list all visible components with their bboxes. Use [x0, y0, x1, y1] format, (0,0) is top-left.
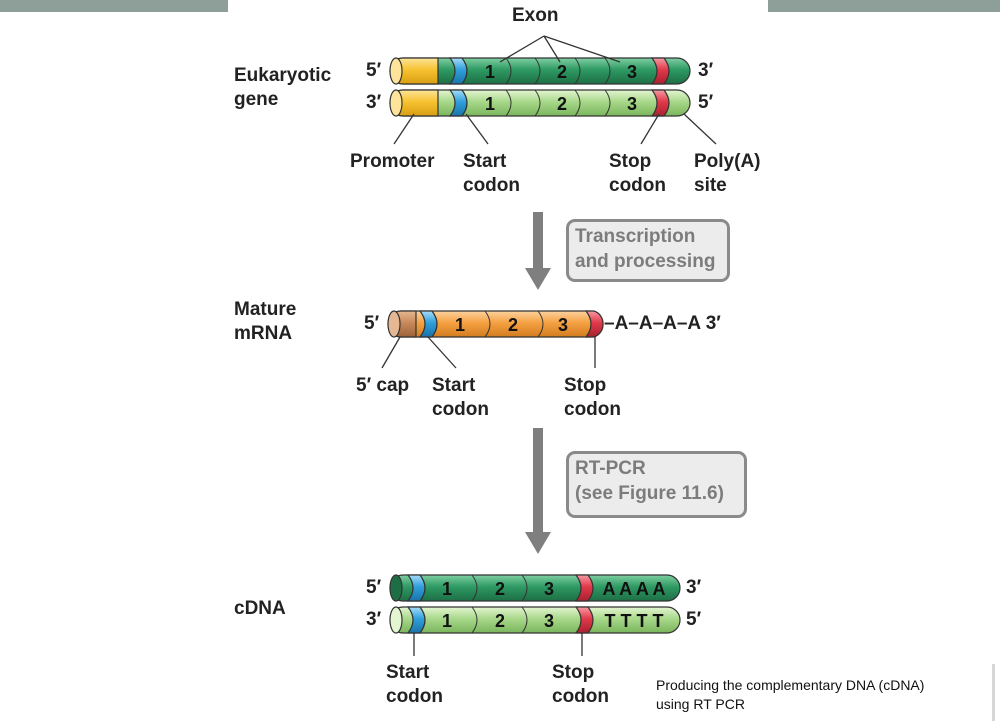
cdna-top-end-cap	[389, 574, 403, 602]
cdna-bottom-exon-2: 2	[495, 611, 505, 631]
gene-bottom-exon-3: 3	[627, 94, 637, 114]
gene-bottom-five-prime: 5′	[698, 92, 714, 113]
polya-site-label: Poly(A) site	[694, 151, 761, 196]
gene-top-divider	[604, 57, 611, 85]
gene-top-divider	[461, 57, 468, 85]
transcription-arrow	[525, 212, 551, 290]
cdna-title: cDNA	[234, 598, 286, 619]
rtpcr-step-box: RT-PCR (see Figure 11.6)	[566, 451, 747, 518]
promoter-label: Promoter	[350, 151, 435, 172]
gene-top-divider	[505, 57, 512, 85]
gene-top-stop-codon-segment	[650, 57, 670, 85]
cdna-bottom-divider	[419, 606, 426, 634]
mrna-stop-codon-segment	[584, 310, 604, 338]
figure-caption: Producing the complementary DNA (cDNA) u…	[656, 677, 925, 712]
header-band-right	[768, 0, 1000, 12]
mrna-stop-codon-label: Stop codon	[564, 375, 621, 420]
cdna-top-divider	[471, 574, 478, 602]
cdna-top-exon-2: 2	[495, 579, 505, 599]
header-band-left	[0, 0, 228, 12]
cdna-top-strand	[389, 574, 681, 602]
five-prime-cap-label: 5′ cap	[356, 375, 410, 396]
gene-bottom-stop-codon-segment	[650, 89, 670, 117]
cdna-bottom-three-prime: 3′	[366, 609, 382, 630]
mrna-cylinder	[387, 310, 604, 338]
gene-top-cap-end	[389, 57, 403, 85]
rtpcr-arrow	[525, 428, 551, 554]
gene-stop-codon-label: Stop codon	[609, 151, 666, 196]
cdna-bottom-exon-3: 3	[544, 611, 554, 631]
cdna-top-three-prime: 3′	[686, 577, 702, 598]
cdna-leader-lines	[413, 633, 583, 656]
gene-top-divider	[534, 57, 541, 85]
gene-top-exon-1: 1	[485, 62, 495, 82]
cdna-bottom-five-prime: 5′	[686, 609, 702, 630]
gene-leader-lines	[393, 113, 717, 145]
mrna-strand	[387, 310, 604, 338]
cdna-bottom-divider	[521, 606, 528, 634]
gene-bottom-divider	[534, 89, 541, 117]
gene-bottom-cap-end	[389, 89, 403, 117]
mrna-exon-1: 1	[455, 315, 465, 335]
cdna-top-stop-codon-segment	[574, 574, 594, 602]
gene-bottom-divider	[461, 89, 468, 117]
mrna-exon-3: 3	[558, 315, 568, 335]
gene-bottom-exon-1: 1	[485, 94, 495, 114]
gene-top-divider	[574, 57, 581, 85]
cdna-top-divider	[521, 574, 528, 602]
gene-title: Eukaryotic gene	[234, 65, 332, 110]
gene-top-three-prime: 3′	[698, 60, 714, 81]
cdna-top-five-prime: 5′	[366, 577, 382, 598]
gene-bottom-three-prime: 3′	[366, 92, 382, 113]
mrna-start-codon-label: Start codon	[432, 375, 489, 420]
mrna-divider	[537, 310, 544, 338]
cdna-bottom-stop-codon-segment	[574, 606, 594, 634]
gene-top-exon-2: 2	[557, 62, 567, 82]
gene-bottom-strand	[389, 89, 691, 117]
gene-bottom-exon-2: 2	[557, 94, 567, 114]
gene-bottom-divider	[574, 89, 581, 117]
cdna-bottom-exon-1: 1	[442, 611, 452, 631]
mrna-title: Mature mRNA	[234, 299, 297, 344]
gene-top-exon-3: 3	[627, 62, 637, 82]
exon-label: Exon	[512, 5, 559, 26]
cdna-bottom-end-cap	[389, 606, 403, 634]
mrna-polya-tail: –A–A–A–A 3′	[604, 313, 721, 334]
cdna-top-exon-1: 1	[442, 579, 452, 599]
exon-pointer-lines	[499, 35, 621, 63]
gene-top-five-prime: 5′	[366, 60, 382, 81]
cdna-polya-tail: A A A A	[603, 579, 666, 599]
cdna-stop-codon-label: Stop codon	[552, 662, 609, 707]
gene-start-codon-label: Start codon	[463, 151, 520, 196]
cdna-polyt-tail: T T T T	[605, 611, 664, 631]
cdna-bottom-divider	[471, 606, 478, 634]
mrna-exon-2: 2	[508, 315, 518, 335]
cdna-bottom-strand	[389, 606, 681, 634]
gene-bottom-divider	[505, 89, 512, 117]
cdna-top-divider	[419, 574, 426, 602]
transcription-step-box: Transcription and processing	[566, 219, 730, 282]
gene-bottom-divider	[604, 89, 611, 117]
cdna-start-codon-label: Start codon	[386, 662, 443, 707]
mrna-divider	[431, 310, 438, 338]
mrna-cap-end	[387, 310, 401, 338]
cdna-top-exon-3: 3	[544, 579, 554, 599]
page-edge-bar	[992, 664, 995, 721]
mrna-leader-lines	[381, 336, 596, 369]
mrna-divider	[484, 310, 491, 338]
gene-top-strand	[389, 57, 691, 85]
mrna-five-prime: 5′	[364, 313, 380, 334]
